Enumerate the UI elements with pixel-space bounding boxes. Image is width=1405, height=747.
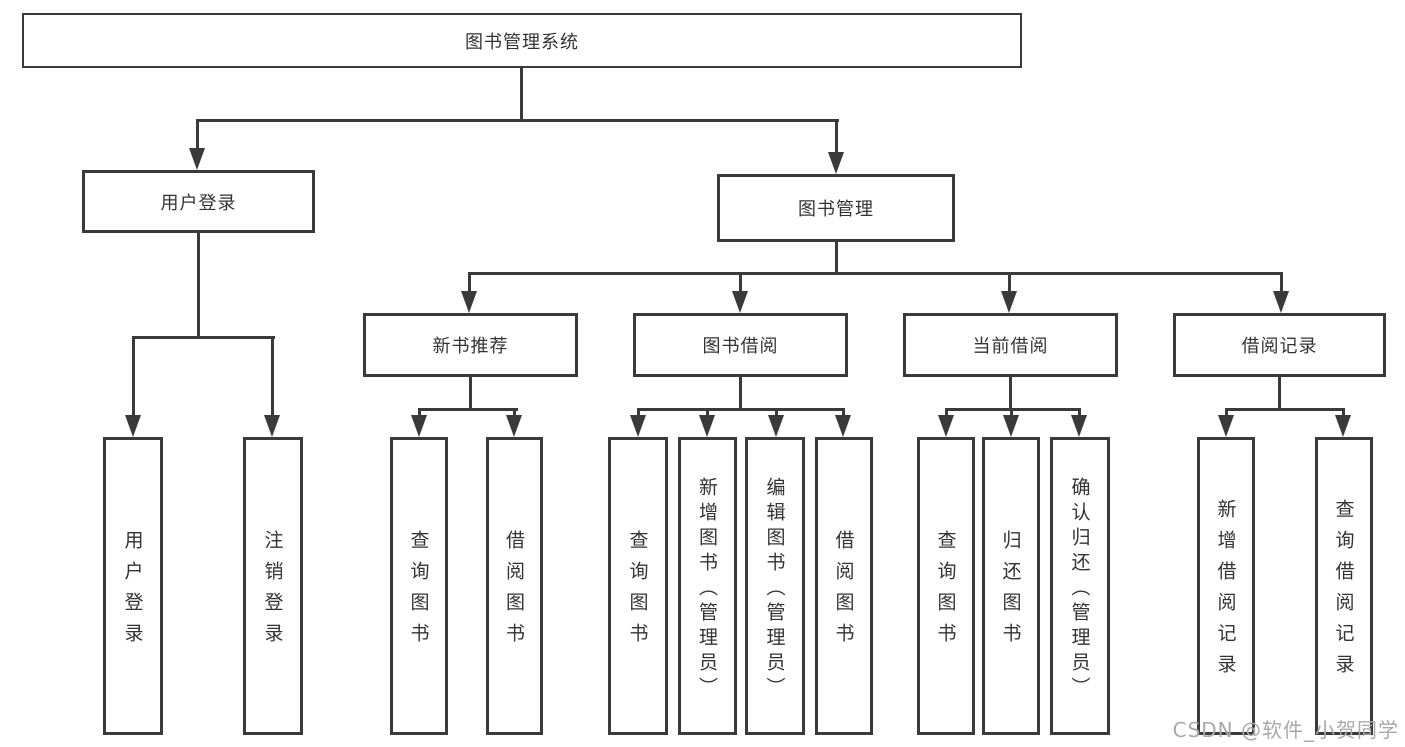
leaf-query-books-recommend: 查询图书 — [390, 437, 448, 735]
connector-line — [132, 336, 135, 415]
arrowhead-down-icon — [189, 148, 205, 170]
leaf-borrow-books: 借阅图书 — [815, 437, 873, 735]
leaf-confirm-return-admin-label: 确认归还（管理员） — [1068, 476, 1091, 702]
node-book-management-label: 图书管理 — [798, 199, 874, 220]
connector-line — [418, 408, 518, 411]
arrowhead-down-icon — [1335, 415, 1351, 437]
leaf-return-book-label: 归还图书 — [999, 530, 1022, 654]
arrowhead-down-icon — [835, 415, 851, 437]
connector-line — [945, 408, 1081, 411]
leaf-logout: 注销登录 — [243, 437, 303, 735]
connector-line — [637, 408, 640, 418]
leaf-borrow-books-recommend-label: 借阅图书 — [503, 530, 525, 654]
arrowhead-down-icon — [1218, 415, 1234, 437]
arrowhead-down-icon — [828, 152, 844, 174]
connector-line — [739, 272, 742, 292]
connector-line — [1278, 377, 1281, 410]
arrowhead-down-icon — [699, 415, 715, 437]
node-book-borrow: 图书借阅 — [633, 313, 848, 377]
leaf-query-books-borrow-label: 查询图书 — [626, 530, 649, 654]
node-borrow-records: 借阅记录 — [1173, 313, 1386, 377]
node-current-borrow-label: 当前借阅 — [972, 336, 1049, 357]
node-book-management: 图书管理 — [717, 174, 955, 242]
connector-line — [513, 408, 516, 418]
connector-line — [468, 272, 1283, 275]
leaf-add-book-admin-label: 新增图书（管理员） — [696, 476, 718, 702]
arrowhead-down-icon — [411, 415, 427, 437]
leaf-query-borrow-record-label: 查询借阅记录 — [1332, 499, 1355, 685]
connector-line — [1078, 408, 1081, 418]
connector-line — [418, 408, 421, 418]
watermark: CSDN @软件_小贺同学 — [1172, 718, 1399, 742]
connector-line — [842, 408, 845, 418]
connector-line — [1225, 408, 1228, 418]
leaf-confirm-return-admin: 确认归还（管理员） — [1050, 437, 1110, 735]
leaf-add-borrow-record: 新增借阅记录 — [1197, 437, 1255, 735]
node-user-login-label: 用户登录 — [160, 192, 237, 214]
connector-line — [835, 119, 838, 154]
node-user-login: 用户登录 — [82, 170, 315, 233]
connector-line — [1009, 377, 1012, 410]
arrowhead-down-icon — [1071, 415, 1087, 437]
connector-line — [1008, 272, 1011, 292]
leaf-return-book: 归还图书 — [982, 437, 1040, 735]
leaf-query-borrow-record: 查询借阅记录 — [1315, 437, 1373, 735]
arrowhead-down-icon — [1273, 291, 1289, 313]
arrowhead-down-icon — [125, 415, 141, 437]
arrowhead-down-icon — [732, 291, 748, 313]
node-root: 图书管理系统 — [22, 13, 1022, 68]
arrowhead-down-icon — [264, 415, 280, 437]
leaf-user-login-label: 用户登录 — [121, 530, 144, 654]
connector-line — [637, 408, 845, 411]
leaf-query-books-current: 查询图书 — [917, 437, 975, 735]
connector-line — [132, 336, 275, 339]
connector-line — [1342, 408, 1345, 418]
connector-line — [945, 408, 948, 418]
arrowhead-down-icon — [506, 415, 522, 437]
arrowhead-down-icon — [1001, 291, 1017, 313]
connector-line — [196, 119, 199, 150]
connector-line — [739, 377, 742, 410]
node-current-borrow: 当前借阅 — [903, 313, 1118, 377]
leaf-logout-label: 注销登录 — [261, 530, 284, 654]
leaf-user-login: 用户登录 — [103, 437, 163, 735]
arrowhead-down-icon — [938, 415, 954, 437]
leaf-edit-book-admin: 编辑图书（管理员） — [745, 437, 805, 735]
connector-line — [775, 408, 778, 418]
connector-line — [1225, 408, 1345, 411]
leaf-add-book-admin: 新增图书（管理员） — [678, 437, 737, 735]
leaf-borrow-books-label: 借阅图书 — [832, 530, 855, 654]
leaf-add-borrow-record-label: 新增借阅记录 — [1214, 499, 1237, 685]
node-new-book-recommend-label: 新书推荐 — [432, 336, 509, 357]
connector-line — [1280, 272, 1283, 292]
leaf-edit-book-admin-label: 编辑图书（管理员） — [763, 476, 786, 702]
connector-line — [468, 272, 471, 292]
connector-line — [835, 242, 838, 274]
connector-line — [196, 119, 839, 122]
connector-line — [469, 377, 472, 410]
connector-line — [1010, 408, 1013, 418]
connector-line — [271, 336, 274, 415]
arrowhead-down-icon — [768, 415, 784, 437]
arrowhead-down-icon — [630, 415, 646, 437]
leaf-query-books-borrow: 查询图书 — [608, 437, 668, 735]
node-borrow-records-label: 借阅记录 — [1241, 336, 1318, 357]
connector-line — [520, 68, 523, 121]
leaf-query-books-current-label: 查询图书 — [934, 530, 957, 654]
leaf-query-books-recommend-label: 查询图书 — [407, 530, 430, 654]
arrowhead-down-icon — [1003, 415, 1019, 437]
node-book-borrow-label: 图书借阅 — [702, 336, 779, 357]
node-root-label: 图书管理系统 — [465, 31, 579, 53]
arrowhead-down-icon — [461, 291, 477, 313]
leaf-borrow-books-recommend: 借阅图书 — [486, 437, 543, 735]
connector-line — [706, 408, 709, 418]
node-new-book-recommend: 新书推荐 — [363, 313, 578, 377]
connector-line — [197, 233, 200, 338]
